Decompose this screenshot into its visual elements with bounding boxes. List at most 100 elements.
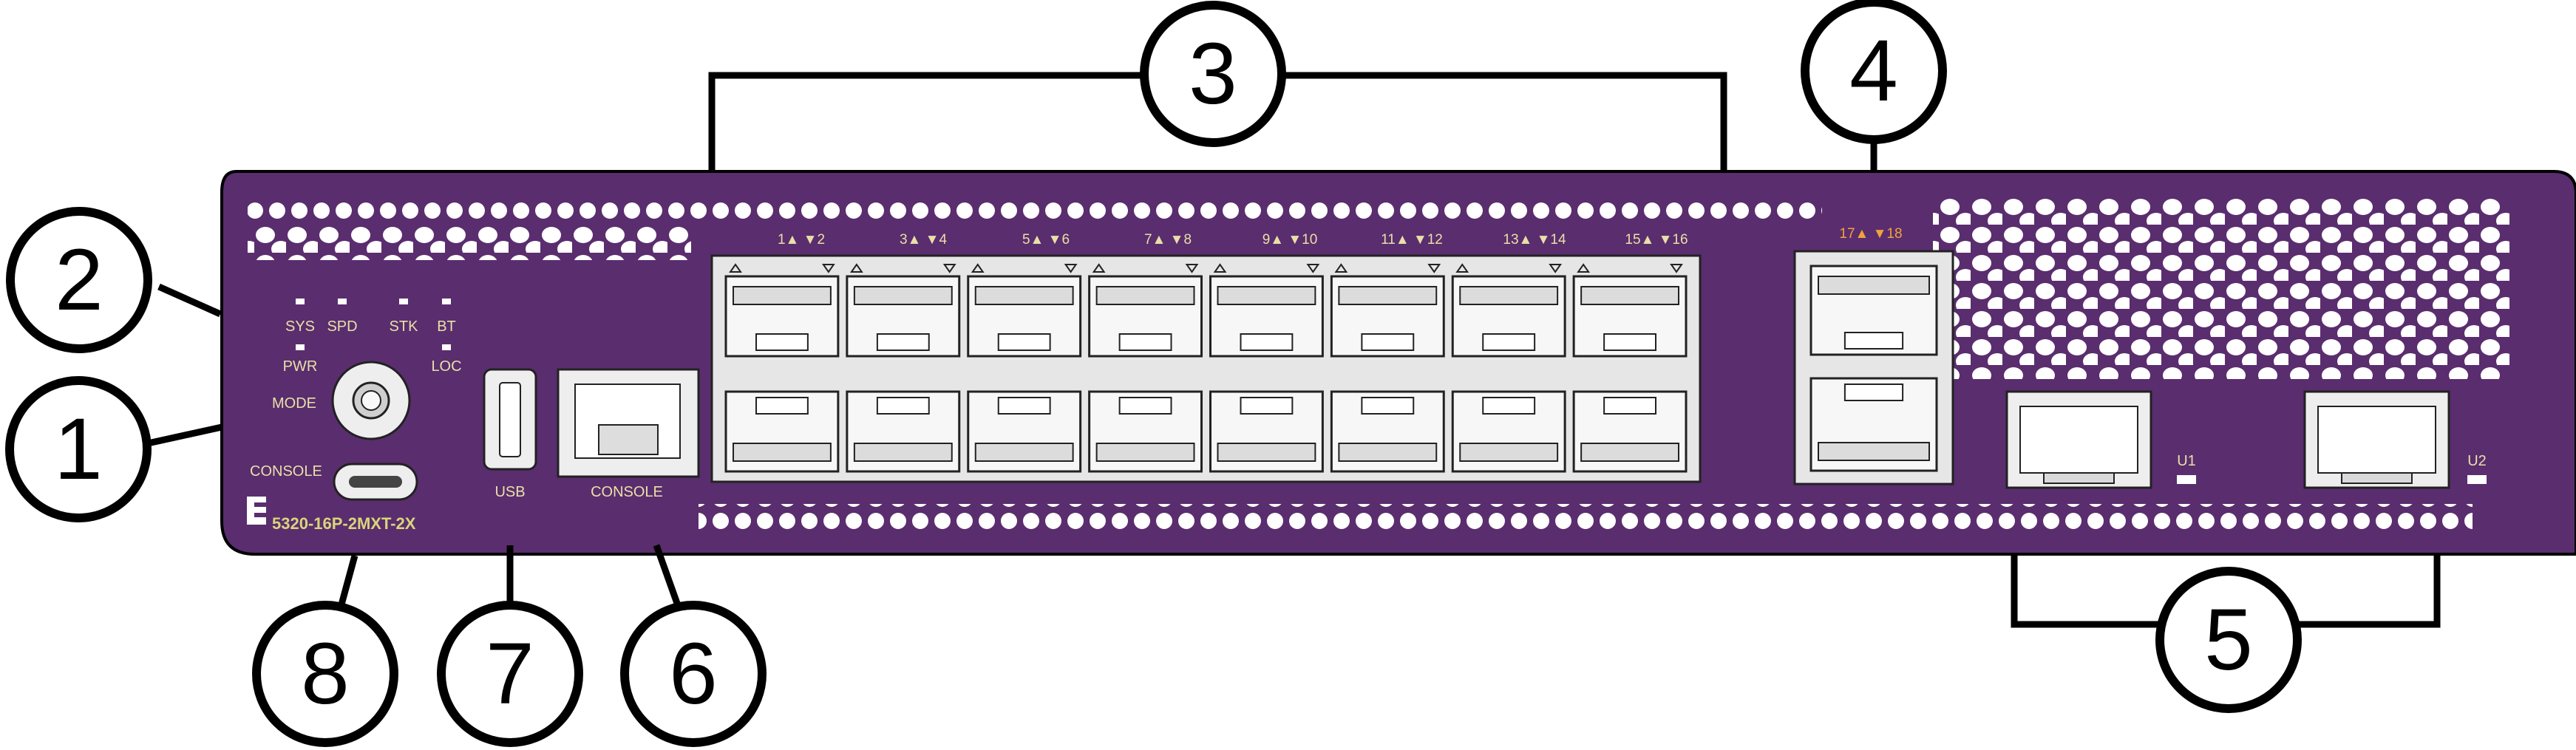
rj45-port-even[interactable]: [846, 390, 961, 473]
vent-top-row: [248, 198, 1822, 225]
callout-6: 6: [620, 601, 767, 747]
led-label-bt: BT: [437, 318, 456, 335]
callout-7: 7: [437, 601, 583, 747]
rj45-port-grid: [724, 263, 1688, 473]
led-u2: [2467, 475, 2487, 484]
usb-label: USB: [495, 484, 525, 500]
link-led-bottom: [1427, 264, 1441, 273]
svg-text:8: 8: [301, 625, 350, 723]
console-usbc-port[interactable]: [333, 463, 418, 501]
sfp-port-u2[interactable]: [2303, 390, 2450, 489]
rj45-port-odd[interactable]: [1572, 275, 1688, 358]
rj45-port-even[interactable]: [1088, 390, 1203, 473]
port-pair-labels: 1▲ ▼2 3▲ ▼4 5▲ ▼6 7▲ ▼8 9▲ ▼10 11▲ ▼12 1…: [778, 232, 1688, 248]
rj45-port-odd[interactable]: [967, 275, 1082, 358]
callout-1: 1: [5, 376, 152, 522]
mgig-pair-label: 17▲ ▼18: [1839, 226, 1902, 242]
led-label-spd: SPD: [327, 318, 357, 335]
sfp-port-u1[interactable]: [2005, 390, 2152, 489]
link-led-bottom: [1064, 264, 1078, 273]
vent-left-cluster: [248, 226, 691, 260]
port-pair-label: 3▲ ▼4: [900, 232, 947, 248]
callout-5: 5: [2155, 567, 2302, 713]
mgig-port-grid: [1809, 265, 1938, 472]
rj45-port-odd[interactable]: [1209, 275, 1324, 358]
port-pair-label: 5▲ ▼6: [1022, 232, 1070, 248]
leader-1: [147, 423, 222, 447]
led-spd: [338, 299, 347, 304]
vent-right-cluster: [1933, 198, 2509, 379]
link-led-top: [1577, 263, 1591, 273]
rj45-port-odd[interactable]: [724, 275, 840, 358]
link-led-bottom: [1306, 264, 1320, 273]
port-pair-label: 1▲ ▼2: [778, 232, 825, 248]
link-led-top: [1334, 263, 1348, 273]
mode-label: MODE: [272, 395, 316, 412]
led-label-sys: SYS: [285, 318, 315, 335]
leader-6: [653, 544, 682, 609]
link-led-top: [1455, 263, 1469, 273]
rj45-port-even[interactable]: [1451, 390, 1566, 473]
rj45-port-even[interactable]: [967, 390, 1082, 473]
console-usbc-label: CONSOLE: [250, 463, 322, 480]
callout-4: 4: [1801, 0, 1947, 144]
rj45-port-odd[interactable]: [1330, 275, 1445, 358]
rj45-port-even[interactable]: [1209, 390, 1324, 473]
svg-text:7: 7: [486, 625, 534, 723]
led-pwr: [296, 344, 305, 350]
rj45-port-odd[interactable]: [846, 275, 961, 358]
link-led-bottom: [942, 264, 956, 273]
port-pair-label: 15▲ ▼16: [1625, 232, 1688, 248]
svg-text:4: 4: [1849, 22, 1898, 120]
mgig-port-18[interactable]: [1809, 377, 1938, 472]
port-pair-label: 7▲ ▼8: [1144, 232, 1192, 248]
console-rj45-port[interactable]: [557, 368, 700, 478]
svg-text:2: 2: [55, 231, 103, 329]
link-led-bottom: [1185, 264, 1199, 273]
callout-3: 3: [1140, 1, 1286, 147]
model-label: 5320-16P-2MXT-2X: [272, 514, 416, 533]
svg-text:6: 6: [669, 625, 718, 723]
rj45-port-even[interactable]: [1572, 390, 1688, 473]
leader-8: [338, 554, 358, 606]
led-indicators: SYS SPD STK BT PWR LOC: [283, 299, 462, 375]
extreme-logo: [247, 497, 266, 525]
led-label-pwr: PWR: [283, 358, 318, 375]
led-loc: [442, 344, 451, 350]
led-bt: [442, 299, 451, 304]
link-led-top: [849, 263, 863, 273]
link-led-bottom: [821, 264, 835, 273]
led-u1: [2177, 475, 2196, 484]
mode-button[interactable]: [331, 361, 411, 440]
link-led-top: [1213, 263, 1227, 273]
rj45-port-even[interactable]: [724, 390, 840, 473]
port-pair-label: 11▲ ▼12: [1381, 232, 1443, 248]
mgig-port-17[interactable]: [1809, 265, 1938, 356]
usb-port[interactable]: [483, 368, 537, 471]
port-pair-label: 9▲ ▼10: [1262, 232, 1318, 248]
svg-text:5: 5: [2204, 591, 2253, 689]
rj45-port-even[interactable]: [1330, 390, 1445, 473]
vent-bottom-row: [699, 504, 2473, 529]
link-led-top: [1092, 263, 1106, 273]
link-led-top: [971, 263, 985, 273]
sfp-label-u1: U1: [2177, 453, 2196, 469]
port-pair-label: 13▲ ▼14: [1503, 232, 1566, 248]
callout-8: 8: [252, 601, 398, 747]
led-label-loc: LOC: [431, 358, 461, 375]
sfp-label-u2: U2: [2467, 453, 2487, 469]
console-rj45-label: CONSOLE: [591, 484, 663, 500]
led-label-stk: STK: [390, 318, 419, 335]
link-led-top: [729, 263, 742, 273]
led-stk: [399, 299, 408, 304]
link-led-bottom: [1670, 264, 1683, 273]
led-sys: [296, 299, 305, 304]
leader-2: [157, 283, 222, 318]
rj45-port-odd[interactable]: [1088, 275, 1203, 358]
link-led-bottom: [1549, 264, 1563, 273]
svg-text:3: 3: [1189, 25, 1237, 123]
rj45-port-odd[interactable]: [1451, 275, 1566, 358]
callout-2: 2: [6, 207, 152, 353]
svg-text:1: 1: [54, 400, 103, 498]
